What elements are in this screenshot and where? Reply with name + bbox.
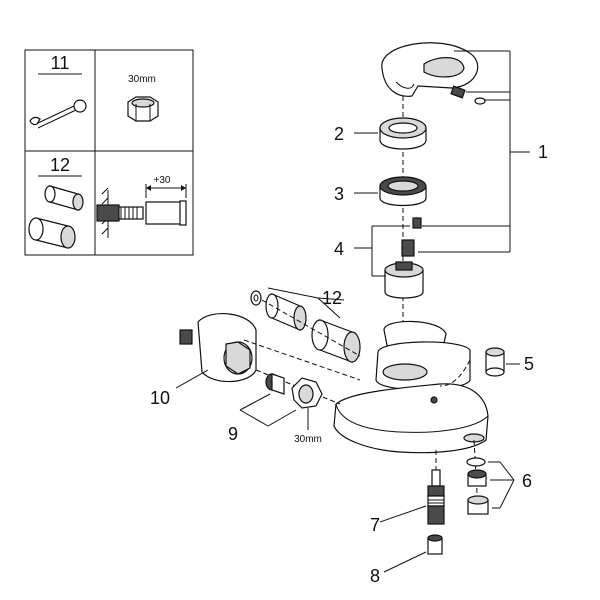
- grub-screw: [450, 85, 466, 99]
- union-axis-upper: [243, 339, 361, 381]
- callout-bracket-6: [488, 461, 515, 509]
- inset-extension-size: +30: [154, 175, 171, 186]
- extension-sleeve-small-icon: [44, 185, 84, 211]
- inset-label-12: 12: [50, 155, 70, 175]
- union-nut: [291, 377, 323, 409]
- extension-washer: [250, 290, 262, 306]
- callout-1: 1: [538, 142, 548, 162]
- extension-sleeve-large-icon: [28, 217, 76, 249]
- nut-size-label: 30mm: [294, 434, 322, 445]
- aerator-housing: [467, 495, 489, 515]
- callout-5: 5: [524, 354, 534, 374]
- aerator-insert: [467, 469, 487, 487]
- callout-8: 8: [370, 566, 380, 586]
- union-axis-lower: [255, 369, 341, 405]
- nut-icon: [127, 96, 159, 122]
- callout-line-7: [379, 505, 427, 523]
- screw-cap: [474, 97, 486, 105]
- callout-12: 12: [322, 288, 342, 308]
- diverter-knob: [427, 534, 443, 555]
- aerator-washer: [466, 457, 486, 467]
- callout-3: 3: [334, 184, 344, 204]
- callout-10: 10: [150, 388, 170, 408]
- extension-axis: [261, 299, 361, 357]
- wall-union: [179, 313, 257, 383]
- callout-bracket-1: [418, 50, 530, 253]
- wrench-icon: [29, 99, 87, 129]
- callout-bracket-4: [354, 225, 410, 277]
- cartridge: [384, 217, 424, 299]
- callout-line-8: [383, 551, 427, 573]
- callout-bracket-9: [239, 393, 297, 427]
- callout-4: 4: [334, 239, 344, 259]
- callout-9: 9: [228, 424, 238, 444]
- inset-table: 11 30mm 12 +30: [24, 49, 194, 256]
- callout-2: 2: [334, 124, 344, 144]
- callout-bracket-12: [267, 287, 345, 319]
- inset-label-11: 11: [51, 53, 70, 73]
- lever-handle: [381, 42, 479, 97]
- inset-nut-size: 30mm: [128, 74, 156, 85]
- screw-cap-large: [485, 347, 505, 377]
- extension-adapter-small: [265, 293, 307, 331]
- diverter-spindle: [427, 469, 445, 525]
- cover-ring: [379, 117, 427, 150]
- inset-border: [24, 49, 194, 256]
- cap-axis: [439, 359, 471, 387]
- extension-install-sketch: [96, 184, 187, 238]
- mixer-body: [333, 320, 489, 454]
- callout-7: 7: [370, 515, 380, 535]
- callout-line-10: [175, 369, 209, 389]
- extension-sleeve-large: [311, 319, 361, 363]
- callout-6: 6: [522, 471, 532, 491]
- union-seal: [265, 373, 285, 395]
- cartridge-nut: [379, 176, 427, 207]
